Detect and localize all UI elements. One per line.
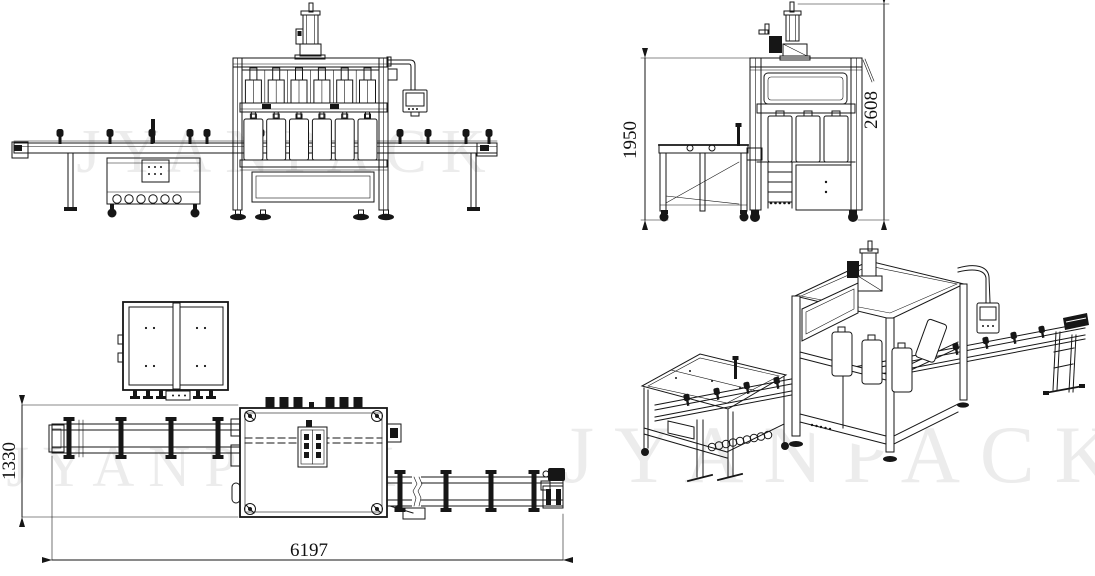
side-dim-frame-height: 1950 [620,48,754,230]
side-lower-panel [795,164,852,211]
iso-rollers [707,430,773,452]
side-table-cart [658,123,749,222]
front-elevation-view [11,2,498,221]
side-top-cylinder [758,1,811,61]
front-junction-box [387,68,398,81]
plan-dim-width: 1330 [0,395,239,527]
plan-drive-motor [540,468,565,509]
plan-corner-hinges [244,410,383,515]
side-machine-frame [749,57,875,222]
side-bottles [767,110,849,163]
front-bottles [243,113,378,161]
plan-pump-assembly [297,420,328,468]
front-filling-heads [244,67,376,104]
front-machine-feet [230,209,394,221]
side-frame-height-label: 1950 [620,121,641,159]
front-pump-cart [106,119,201,218]
side-window [763,72,848,105]
side-total-height-label: 2608 [861,91,882,129]
iso-outfeed-stand [1043,313,1089,395]
front-hmi-panel [386,56,428,117]
front-top-cylinder [294,2,326,60]
plan-cabinet-feet [130,390,216,399]
side-conveyor-end [746,147,763,161]
plan-total-length-label: 6197 [290,540,328,561]
front-lower-cabinet [230,159,394,221]
plan-outfeed-conveyor [386,468,565,512]
front-sensor-post [151,119,155,143]
plan-width-label: 1330 [0,442,20,480]
side-dim-total-height: 2608 [797,0,890,230]
isometric-view [640,240,1089,483]
plan-clamps-right [394,470,540,512]
iso-top-cylinder [847,240,883,292]
plan-nozzle-fittings [265,397,363,408]
iso-hmi-panel [957,265,1000,334]
iso-machine [789,240,1000,462]
plan-dim-total-length: 6197 [42,455,573,563]
side-ladder [767,161,793,209]
side-elevation-view: 1950 2608 [620,0,890,230]
plan-cabinet [117,301,229,401]
iso-clamps [683,325,1045,407]
plan-infeed-conveyor [48,417,241,459]
plan-clamps-left [63,417,224,459]
iso-bottles [831,318,948,393]
top-plan-view: 1330 [0,301,573,563]
hmi-screen [405,92,425,107]
